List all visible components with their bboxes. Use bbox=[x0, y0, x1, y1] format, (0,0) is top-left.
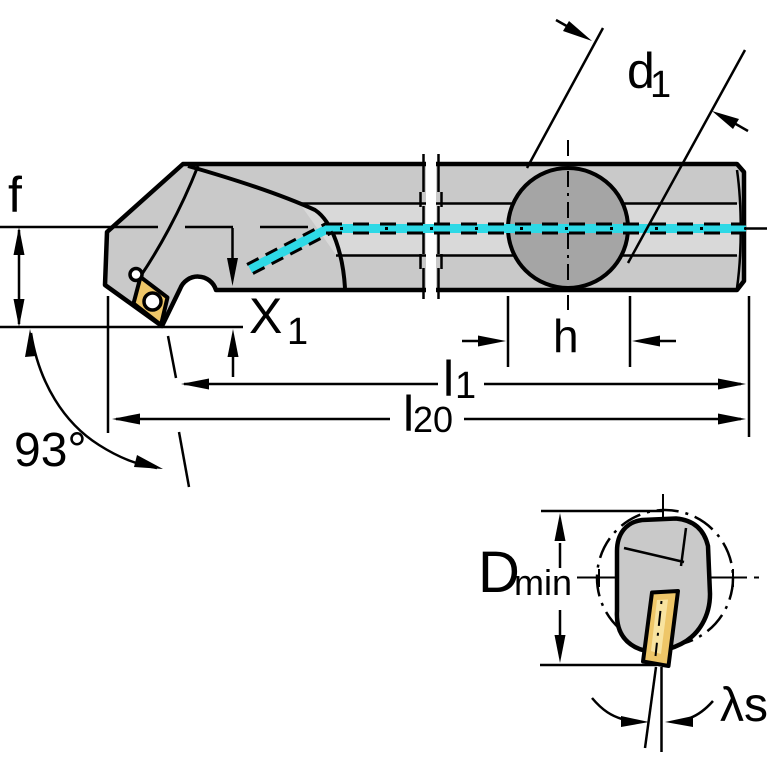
clamp-screw-pin bbox=[128, 266, 144, 283]
dim-label-l1: l bbox=[443, 351, 455, 407]
dim-label-f: f bbox=[8, 167, 22, 223]
h-arrow-right bbox=[632, 335, 660, 347]
dim-label-l20: l bbox=[403, 386, 415, 442]
l1-arrow-right bbox=[718, 378, 746, 390]
section-pocket-lines bbox=[623, 527, 688, 567]
insert-assembly bbox=[128, 266, 170, 327]
l20-arrow-left bbox=[112, 413, 140, 425]
angle-arrow-top bbox=[25, 329, 36, 357]
lambda-arrow-right bbox=[665, 716, 693, 727]
dim-d1 bbox=[525, 18, 749, 264]
l1-arrow-left bbox=[181, 378, 209, 390]
dim-angle-93 bbox=[25, 329, 191, 488]
section-view bbox=[540, 494, 762, 752]
dim-f bbox=[0, 225, 243, 329]
main-view bbox=[0, 18, 767, 488]
insert-hole bbox=[142, 291, 163, 312]
dim-label-x1-sub: 1 bbox=[287, 311, 309, 353]
d1-arrow-right bbox=[712, 111, 739, 129]
f-arrow-up bbox=[13, 227, 25, 255]
dim-label-d1-sub: 1 bbox=[650, 64, 672, 106]
lambda-arrow-left bbox=[621, 716, 649, 727]
dmin-arrow-down bbox=[554, 635, 566, 663]
insert-section-highlight bbox=[651, 599, 668, 654]
x1-arrow-down bbox=[227, 258, 238, 286]
h-arrow-left bbox=[478, 335, 506, 347]
dim-label-l20-sub: 20 bbox=[413, 399, 454, 440]
l20-arrow-right bbox=[718, 413, 746, 425]
dim-l1 bbox=[181, 296, 751, 437]
dim-label-dmin: D bbox=[478, 540, 520, 605]
dim-dmin bbox=[540, 509, 664, 667]
dmin-arrow-up bbox=[554, 513, 566, 541]
head-blend-curve bbox=[187, 164, 347, 289]
dim-label-dmin-sub: min bbox=[514, 562, 573, 603]
dim-lambda-s bbox=[591, 666, 714, 752]
tool-body-outline bbox=[102, 161, 747, 329]
dim-label-d1: d bbox=[627, 43, 655, 99]
dim-l20 bbox=[106, 296, 746, 433]
section-insert-assembly bbox=[641, 589, 680, 668]
dim-label-angle-93: 93° bbox=[14, 424, 87, 477]
dim-label-x1: X bbox=[249, 288, 283, 344]
d1-arrow-left bbox=[563, 21, 592, 41]
dim-label-h: h bbox=[553, 310, 579, 362]
centerline-cyan-slanted bbox=[247, 223, 333, 273]
insert-axis-dashdot bbox=[654, 600, 663, 657]
f-arrow-down bbox=[13, 299, 25, 327]
dim-x1 bbox=[227, 228, 239, 377]
dim-label-lambda-s: λs bbox=[720, 679, 767, 732]
dim-label-l1-sub: 1 bbox=[455, 365, 477, 407]
dim-h bbox=[462, 296, 676, 367]
angle-arrow-bottom bbox=[134, 455, 163, 469]
insert-pocket-line bbox=[138, 165, 200, 278]
x1-arrow-up bbox=[227, 329, 239, 357]
centerline-highlight bbox=[110, 221, 767, 275]
